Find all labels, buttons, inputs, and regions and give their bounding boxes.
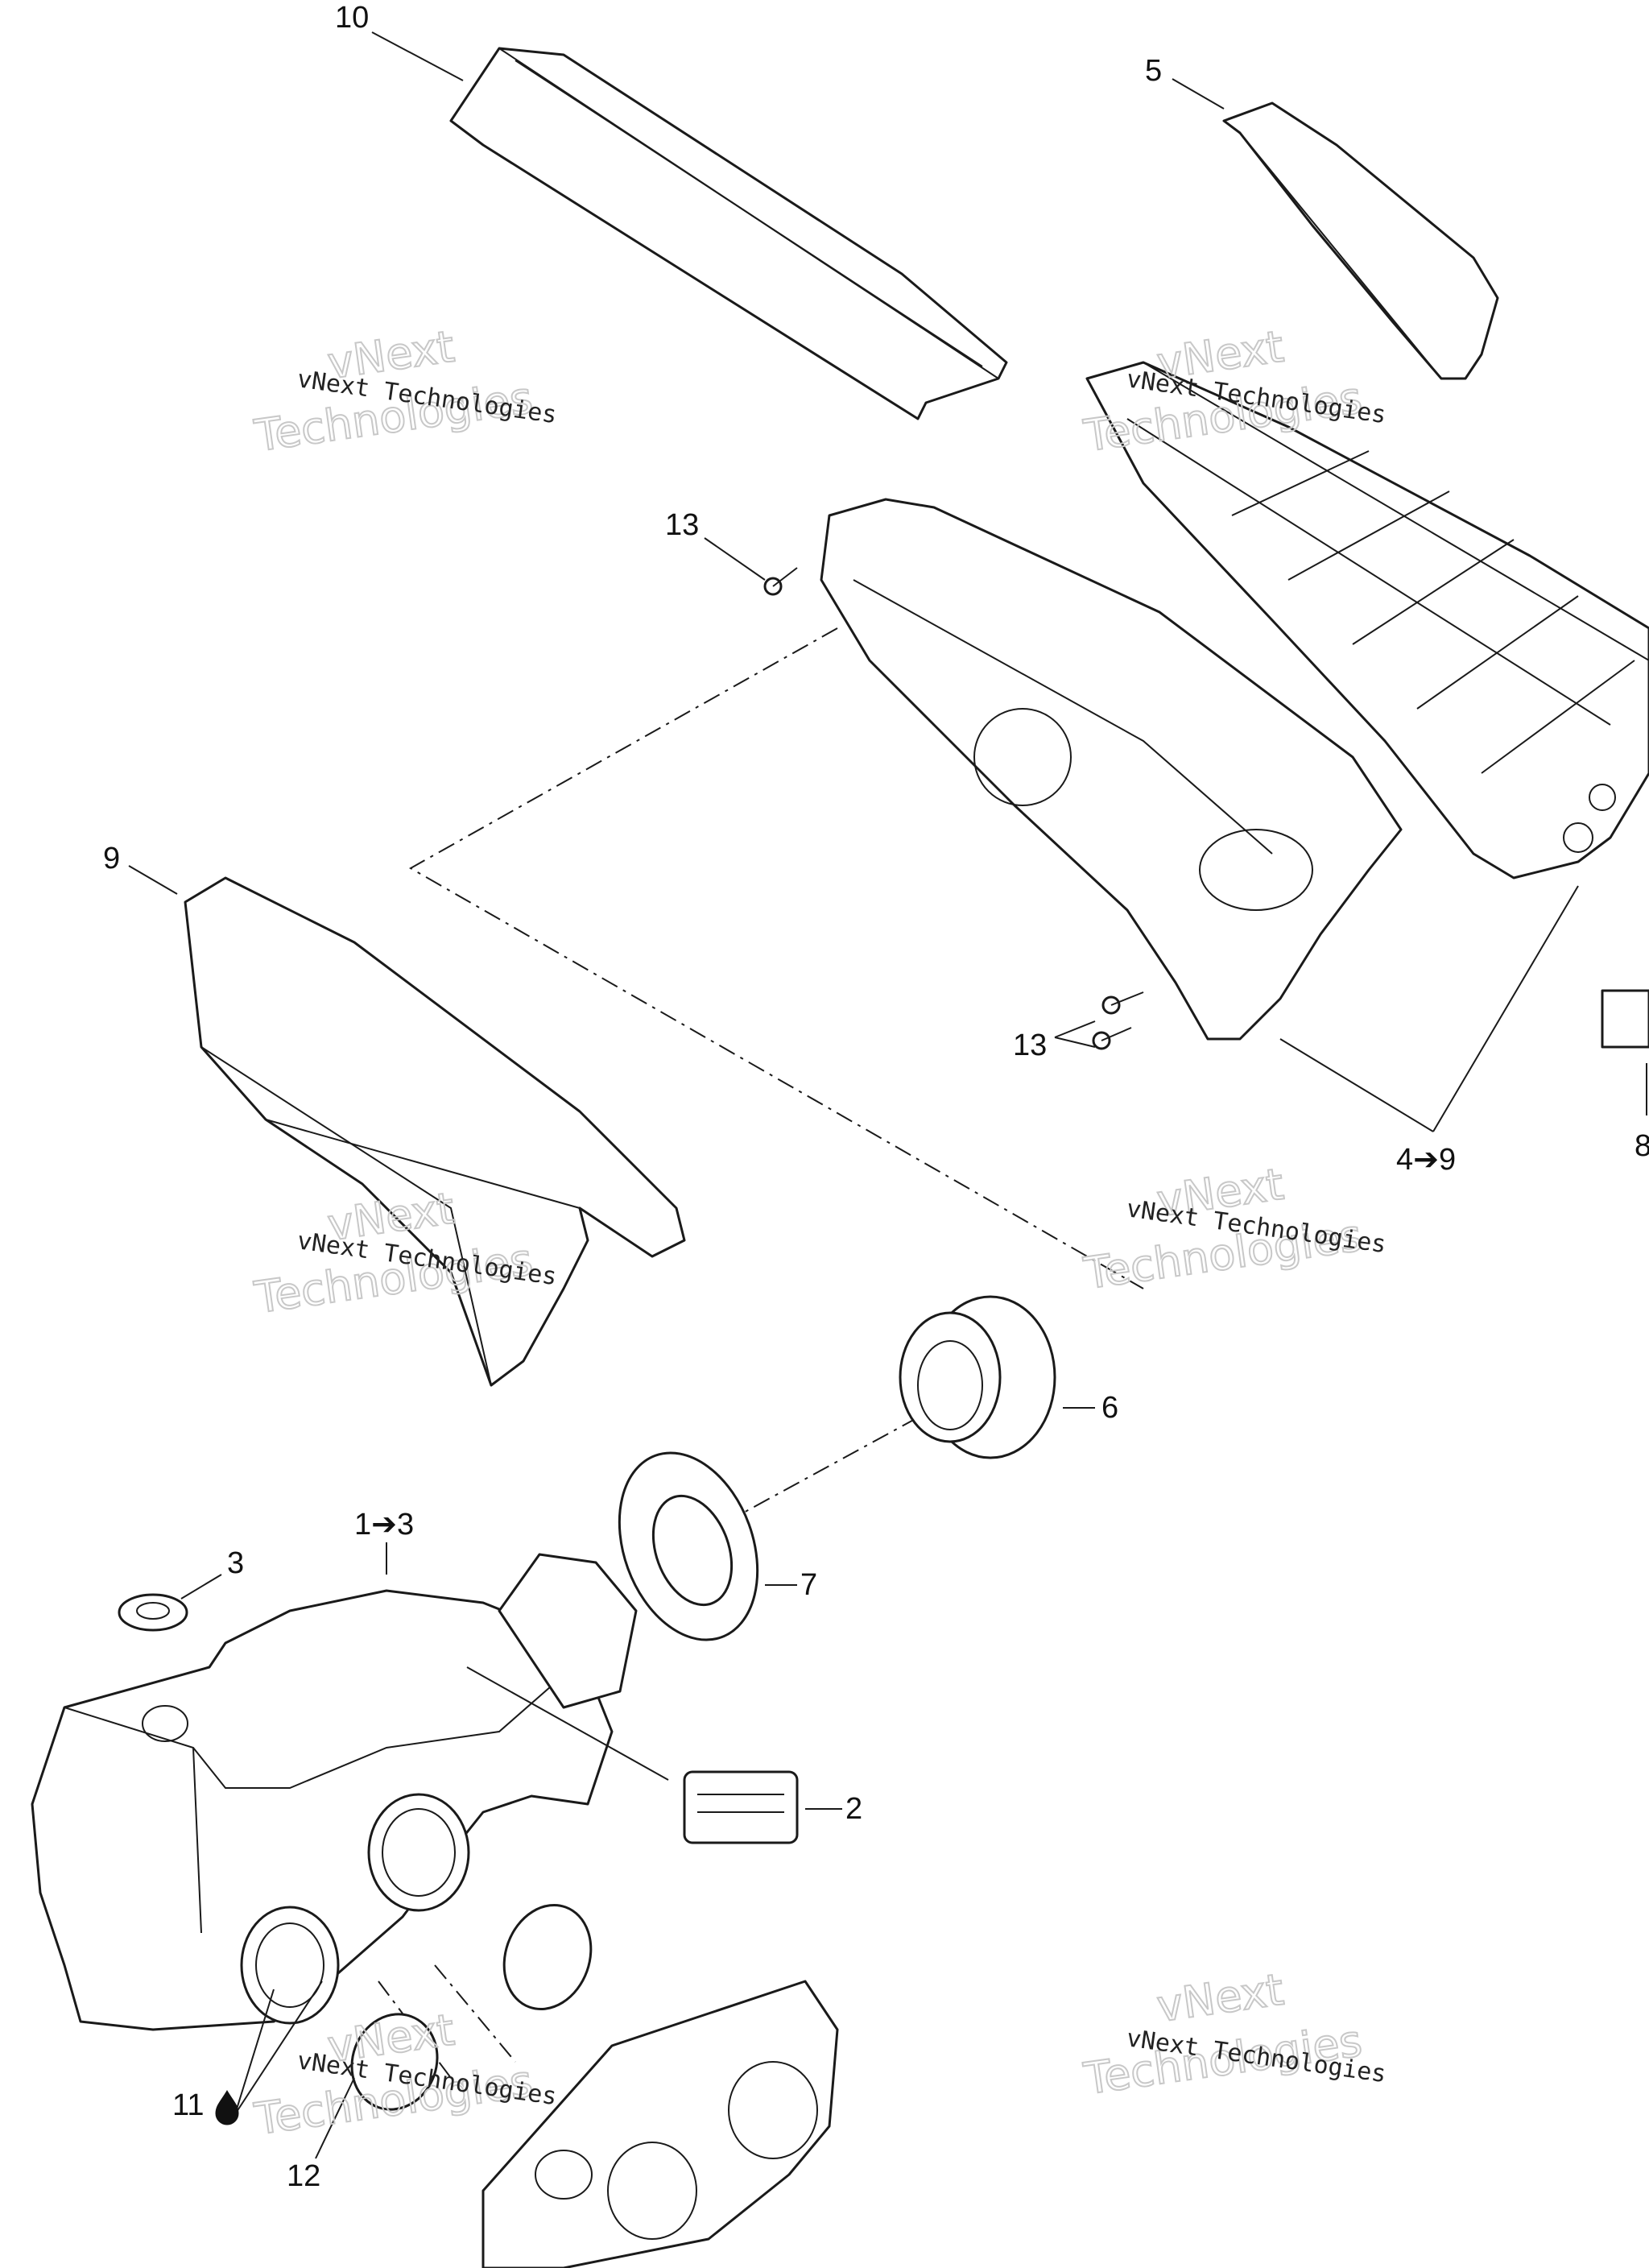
part-3-grommet [118,1593,188,1632]
callout-2: 2 [845,1792,862,1826]
part-2-label [683,1770,799,1844]
engine-throttle-body [481,1980,839,2268]
callout-7: 7 [800,1568,817,1602]
callout-13-upper: 13 [665,508,699,542]
callout-12: 12 [287,2159,320,2193]
part-4-9-middle-cover [820,498,1403,1041]
watermark-6: vNext Technologies vNext Technologies [1080,1964,1388,2105]
leader-lines [128,31,1647,2159]
callout-4-to-9: 4➔9 [1396,1143,1456,1177]
part-4-9-housing [1085,361,1649,1049]
part-13-fasteners [763,567,1144,1050]
callout-1-to-3: 1➔3 [354,1508,414,1542]
watermark-2: vNext Technologies vNext Technologies [1080,321,1388,462]
part-5-side-cover [1222,101,1499,380]
watermark-4: vNext Technologies vNext Technologies [1080,1158,1388,1300]
callout-9: 9 [103,842,120,875]
part-6-intake-adapter [899,1295,1056,1459]
callout-10: 10 [335,1,369,35]
callout-13-lower: 13 [1013,1028,1047,1062]
part-1-3-silencer [31,1553,638,2031]
oil-drop-icon [215,2090,239,2125]
watermark-5: vNext Technologies vNext Technologies [250,2004,559,2146]
assembly-line-lower [740,1417,919,1515]
part-9-lower-cover [184,876,686,1387]
callout-11: 11 [172,2088,204,2122]
watermark-1: vNext Technologies vNext Technologies [250,321,559,462]
assembly-line-upper [408,627,1144,1289]
watermark-large-top: vNext [1154,1964,1287,2032]
part-12-clamps [350,1903,593,2111]
callout-8: 8 [1635,1129,1649,1163]
callout-6: 6 [1101,1391,1118,1425]
part-7-gasket [618,1451,759,1641]
part-10-upper-cover [449,47,1008,420]
callout-5: 5 [1145,54,1162,88]
callout-3: 3 [227,1546,244,1580]
